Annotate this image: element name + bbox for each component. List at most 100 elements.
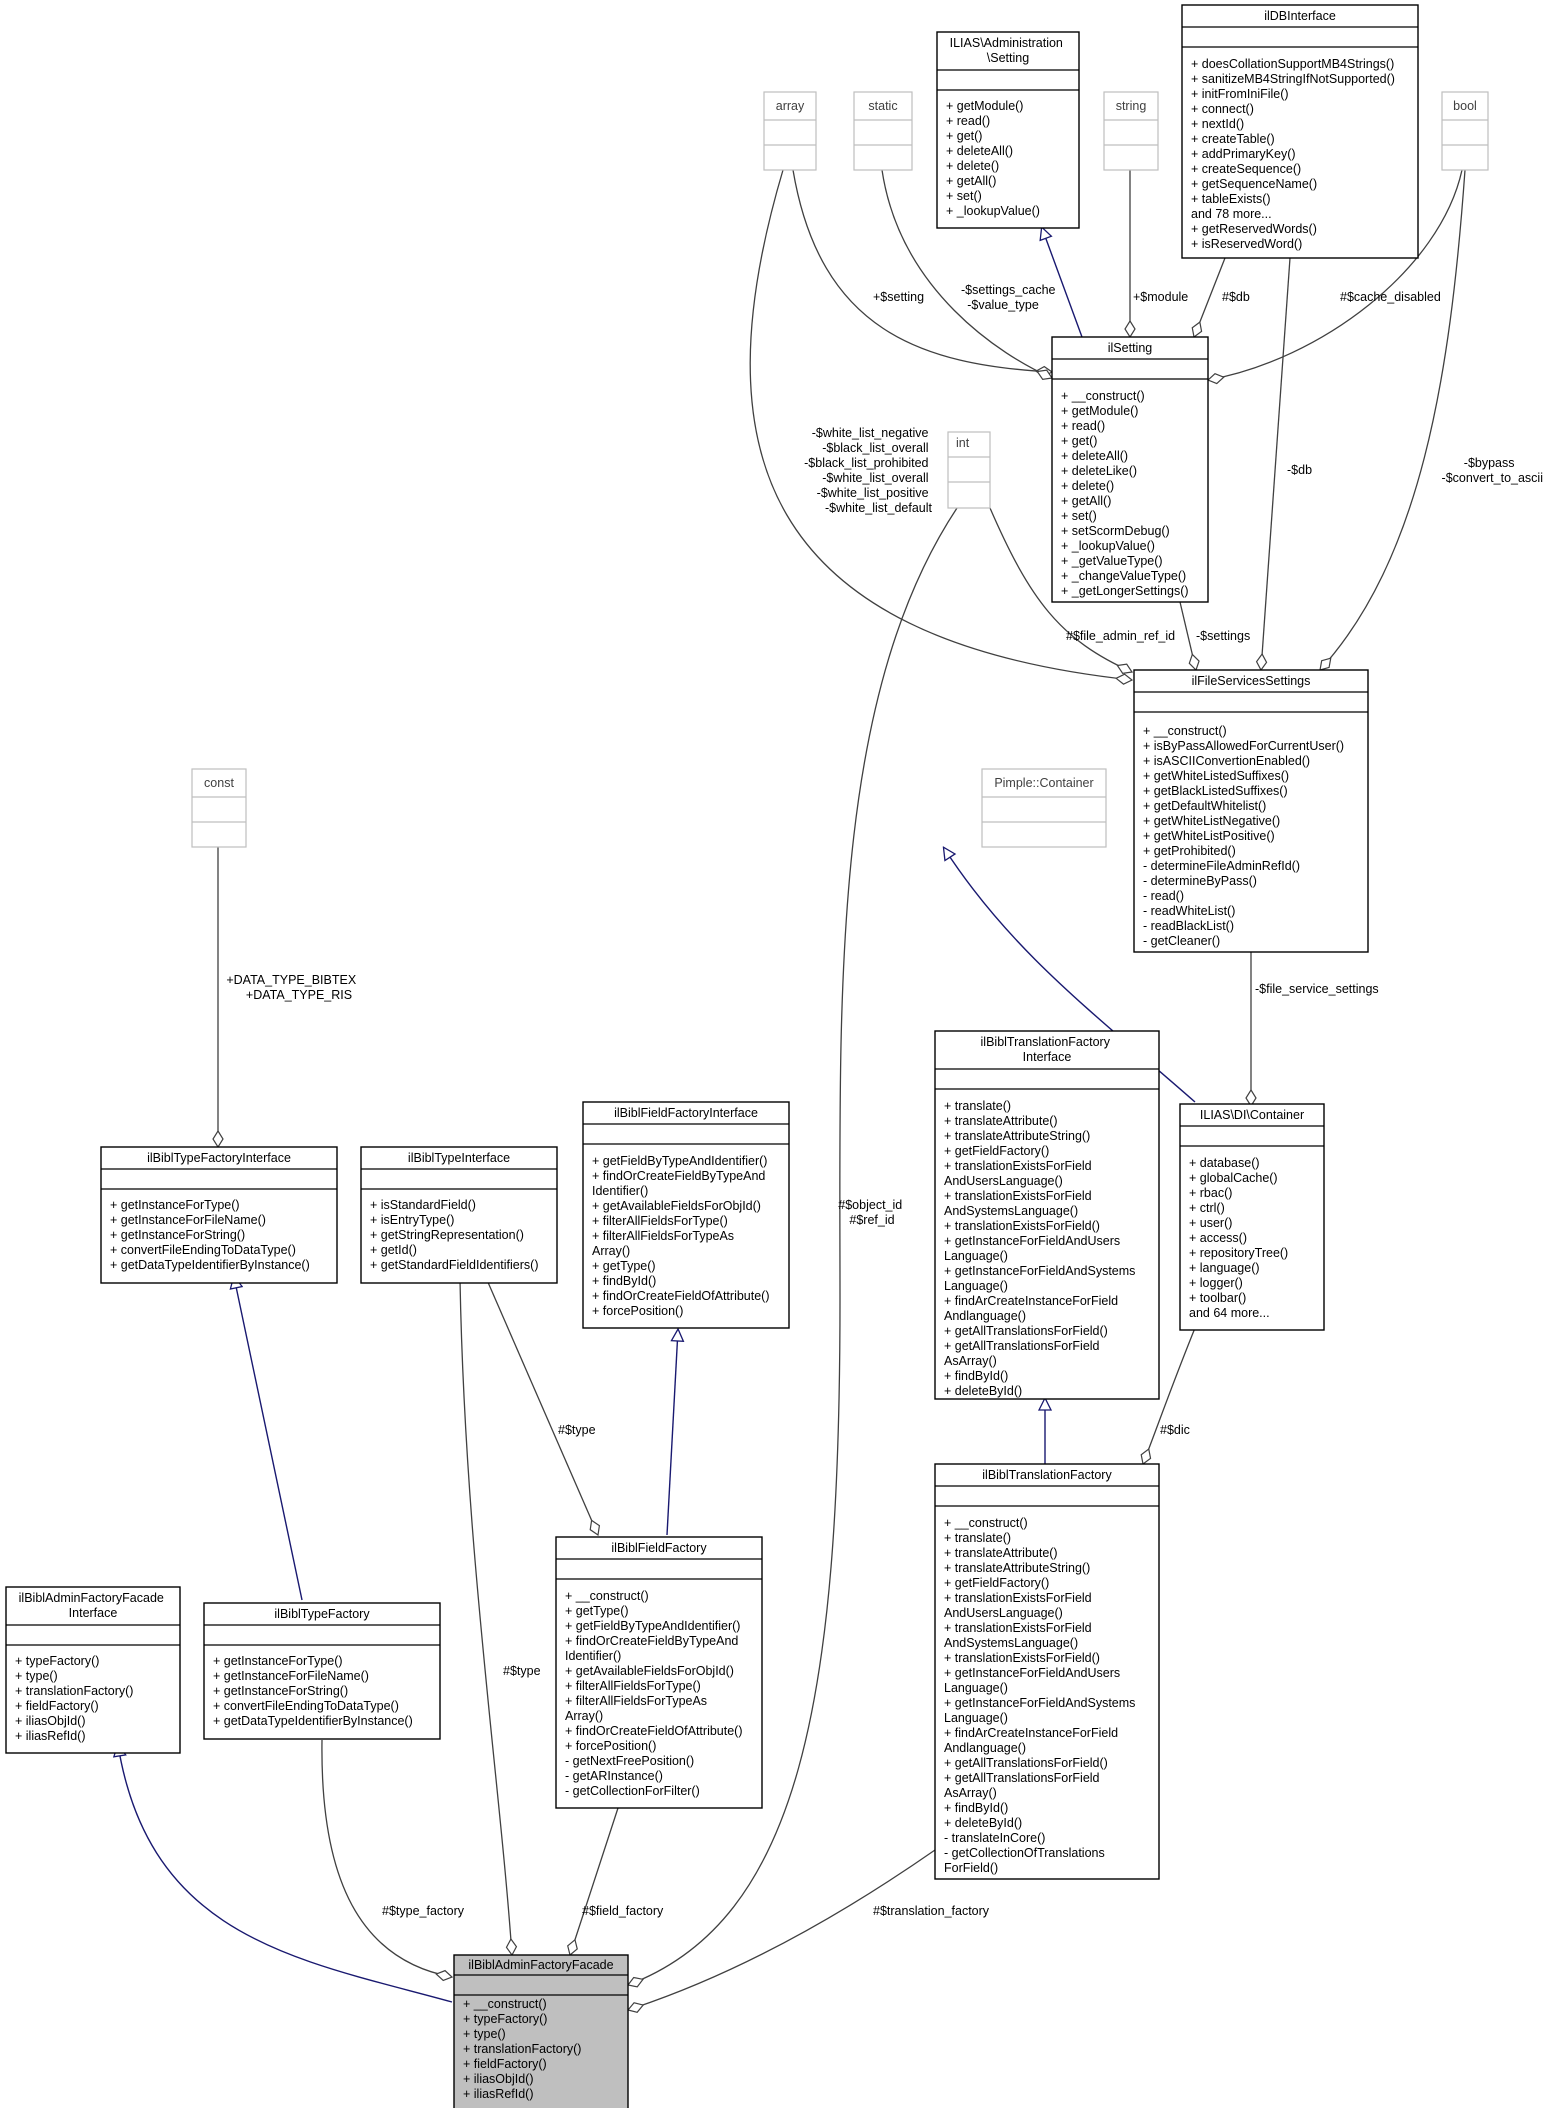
method: + getSequenceName(): [1191, 177, 1317, 191]
method: ForField(): [944, 1861, 998, 1875]
method: Language(): [944, 1249, 1008, 1263]
method: + setScormDebug(): [1061, 524, 1170, 538]
label-line: #$type: [503, 1664, 541, 1678]
class-name: Pimple::Container: [994, 776, 1093, 790]
class-name-line: array: [776, 99, 805, 113]
method: + getInstanceForType(): [110, 1198, 240, 1212]
method: + _changeValueType(): [1061, 569, 1186, 583]
method: + getBlackListedSuffixes(): [1143, 784, 1288, 798]
method: - getNextFreePosition(): [565, 1754, 694, 1768]
edge-translationfactory-to-facade: [628, 1849, 936, 2010]
label-white-list: -$white_list_negative -$black_list_overa…: [804, 426, 932, 515]
class-name-line: \Setting: [987, 51, 1029, 65]
class-box: [555, 1536, 763, 1809]
method: + convertFileEndingToDataType(): [213, 1699, 399, 1713]
class-name-line: int: [956, 436, 970, 450]
class-methods: + typeFactory() + type() + translationFa…: [15, 1654, 137, 1743]
class-name: ilFileServicesSettings: [1192, 674, 1311, 688]
method: + translationExistsForField: [944, 1189, 1092, 1203]
method: and 78 more...: [1191, 207, 1272, 221]
edge-dbinterface-to-setting: [1194, 257, 1226, 337]
method: + doesCollationSupportMB4Strings(): [1191, 57, 1394, 71]
method: + findOrCreateFieldByTypeAnd: [565, 1634, 738, 1648]
method: + convertFileEndingToDataType(): [110, 1243, 296, 1257]
method: + sanitizeMB4StringIfNotSupported(): [1191, 72, 1395, 86]
method: - getCollectionOfTranslations: [944, 1846, 1105, 1860]
class-ilbiblfieldfactoryinterface: ilBiblFieldFactoryInterface + getFieldBy…: [582, 1101, 790, 1329]
method: + findArCreateInstanceForField: [944, 1726, 1118, 1740]
class-ilbiblfieldfactory: ilBiblFieldFactory + __construct() + get…: [555, 1536, 763, 1809]
method: Language(): [944, 1681, 1008, 1695]
method: - translateInCore(): [944, 1831, 1045, 1845]
method: + translationExistsForField(): [944, 1219, 1100, 1233]
label-line: +DATA_TYPE_RIS: [246, 988, 352, 1002]
edge-setting-to-fileservicesettings: [1179, 601, 1196, 670]
method: and 64 more...: [1189, 1306, 1270, 1320]
method: + translationFactory(): [15, 1684, 133, 1698]
method: + getType(): [592, 1259, 656, 1273]
label-line: #$ref_id: [849, 1213, 894, 1227]
class-box: [936, 31, 1080, 229]
method: AndSystemsLanguage(): [944, 1204, 1078, 1218]
method: + forcePosition(): [592, 1304, 683, 1318]
label-cache-disabled: #$cache_disabled: [1340, 290, 1441, 304]
method: + translationExistsForField: [944, 1159, 1092, 1173]
method: + translateAttribute(): [944, 1114, 1058, 1128]
method: + getDataTypeIdentifierByInstance(): [213, 1714, 413, 1728]
method: + findById(): [944, 1801, 1008, 1815]
method: + user(): [1189, 1216, 1232, 1230]
label-dic: #$dic: [1160, 1423, 1190, 1437]
class-ilsetting: ilSetting + __construct() + getModule() …: [1051, 336, 1209, 603]
method: + deleteAll(): [1061, 449, 1128, 463]
method: + filterAllFieldsForTypeAs: [565, 1694, 707, 1708]
method: AsArray(): [944, 1786, 997, 1800]
class-box: [191, 768, 247, 848]
method: + getInstanceForFileName(): [110, 1213, 266, 1227]
method: - read(): [1143, 889, 1184, 903]
method: + getStandardFieldIdentifiers(): [370, 1258, 539, 1272]
method: + getAllTranslationsForField(): [944, 1756, 1108, 1770]
method: Andlanguage(): [944, 1309, 1026, 1323]
method: + translationExistsForField(): [944, 1651, 1100, 1665]
class-name: int: [956, 436, 970, 450]
label-line: #$object_id: [838, 1198, 902, 1212]
method: + deleteLike(): [1061, 464, 1137, 478]
method: + delete(): [946, 159, 999, 173]
method: + access(): [1189, 1231, 1247, 1245]
method: + _lookupValue(): [1061, 539, 1155, 553]
class-ilbibladminfactoryfacade: ilBiblAdminFactoryFacade + __construct()…: [453, 1954, 629, 2108]
class-ilbibltypeinterface: ilBiblTypeInterface + isStandardField() …: [360, 1146, 558, 1284]
method: + getInstanceForString(): [110, 1228, 245, 1242]
class-box: [934, 1030, 1160, 1400]
class-name: array: [776, 99, 805, 113]
edge-array-to-setting: [792, 169, 1052, 372]
label-field-type: #$type: [558, 1423, 596, 1437]
method: + isReservedWord(): [1191, 237, 1302, 251]
method: + getInstanceForString(): [213, 1684, 348, 1698]
class-name-line: string: [1116, 99, 1147, 113]
class-string: string: [1103, 91, 1159, 171]
label-line: #$field_factory: [582, 1904, 664, 1918]
class-ilfileservicessettings: ilFileServicesSettings + __construct() +…: [1133, 669, 1369, 953]
class-ilbibltypefactory: ilBiblTypeFactory + getInstanceForType()…: [203, 1602, 441, 1740]
class-name-line: ilBiblTranslationFactory: [981, 1035, 1111, 1049]
method: + getStringRepresentation(): [370, 1228, 524, 1242]
label-line: #$translation_factory: [873, 1904, 990, 1918]
method: + translate(): [944, 1531, 1011, 1545]
label-line: #$cache_disabled: [1340, 290, 1441, 304]
class-name: ilBiblTranslationFactory Interface: [981, 1035, 1114, 1064]
method: Array(): [592, 1244, 630, 1258]
class-ilbibladminfactoryfacadeinterface: ilBiblAdminFactoryFacade Interface + typ…: [5, 1586, 181, 1754]
class-name-line: ilBiblFieldFactory: [611, 1541, 707, 1555]
edge-typefactory-to-facade: [321, 1739, 452, 1977]
class-box: [1179, 1103, 1325, 1331]
class-pimple-container: Pimple::Container: [981, 768, 1107, 848]
class-methods: + __construct() + typeFactory() + type()…: [463, 1997, 585, 2101]
edge-int-to-fileservicesettings: [989, 507, 1132, 672]
method: - getARInstance(): [565, 1769, 663, 1783]
class-methods: + getInstanceForType() + getInstanceForF…: [213, 1654, 413, 1728]
method: + type(): [463, 2027, 506, 2041]
label-bypass: -$bypass -$convert_to_ascii: [1442, 456, 1543, 485]
class-box: [934, 1463, 1160, 1880]
class-name-line: ilDBInterface: [1264, 9, 1336, 23]
